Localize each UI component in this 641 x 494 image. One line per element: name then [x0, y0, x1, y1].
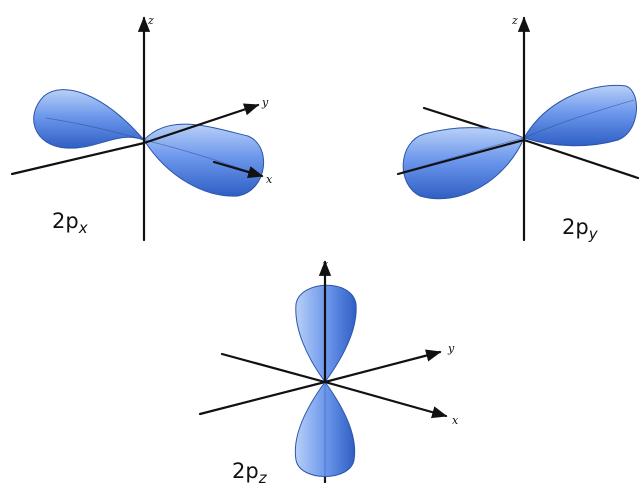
y-axis-front [396, 138, 526, 176]
x-axis-label: x [266, 173, 273, 186]
orbital-label-2pz: 2pz [232, 459, 268, 487]
z-axis-label: z [321, 258, 328, 271]
orbital-label-2px: 2px [52, 209, 88, 237]
x-axis-label: x [452, 414, 459, 427]
z-axis-label: z [147, 14, 154, 27]
orbital-2px: z y x 2px [10, 14, 273, 242]
x-axis [522, 138, 640, 180]
y-axis [142, 103, 260, 145]
z-axis-label: z [511, 14, 518, 27]
y-axis-back [10, 141, 146, 176]
orbital-2pz: z y x 2pz [198, 258, 459, 487]
y-axis-back [198, 380, 327, 416]
lobe-positive-y [523, 84, 637, 147]
lobe-negative-y [402, 127, 525, 200]
orbital-2py: z 2py [396, 14, 640, 243]
y-axis-label: y [261, 96, 269, 109]
lobe-negative-x [33, 89, 145, 149]
orbital-label-2py: 2py [562, 215, 599, 243]
y-axis-label: y [447, 342, 455, 355]
lobe-positive-x [143, 123, 265, 197]
x-axis [323, 380, 448, 419]
y-axis [323, 349, 442, 384]
x-axis-back [220, 352, 327, 384]
x-axis [212, 160, 264, 179]
